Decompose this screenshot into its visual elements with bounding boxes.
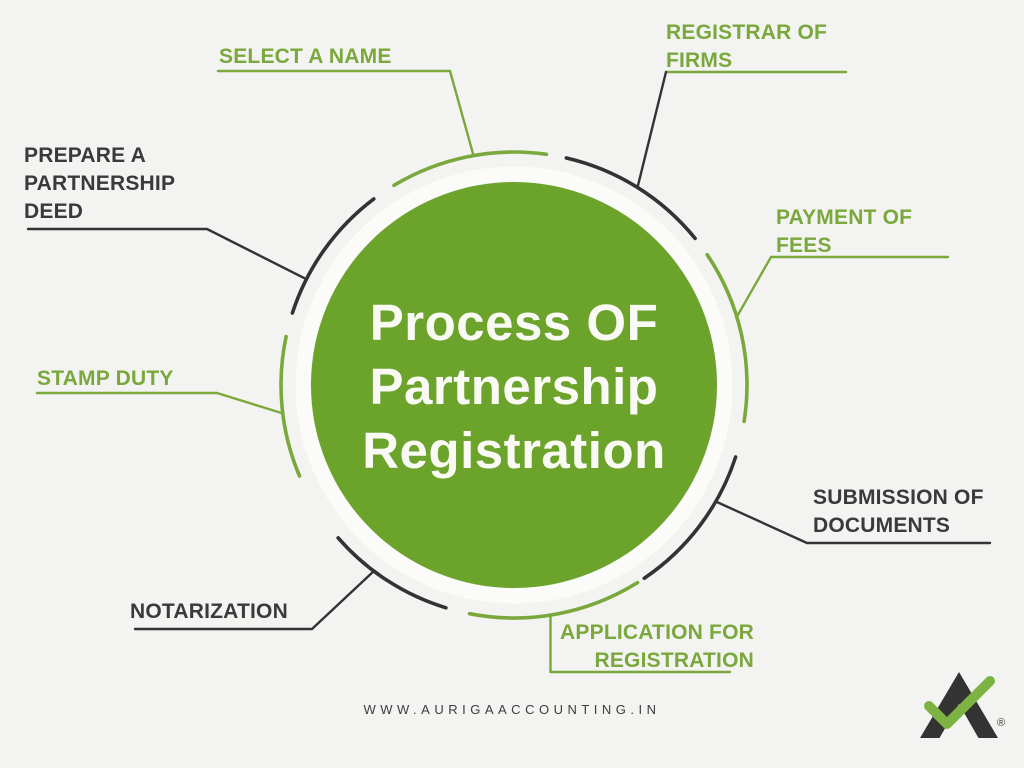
- circle-halo: [295, 166, 733, 604]
- label-line: PARTNERSHIP: [24, 172, 176, 195]
- label-line: NOTARIZATION: [130, 600, 288, 623]
- connector-registrar-of-firms: [636, 70, 668, 189]
- arc-stamp-duty: [279, 334, 302, 478]
- arc-prepare-deed: [290, 197, 376, 315]
- connector-application-for-registration: [549, 613, 732, 674]
- arc-select-a-name: [392, 150, 549, 188]
- label-line: DEED: [24, 200, 84, 223]
- central-circle: [311, 182, 717, 588]
- label-notarization: NOTARIZATION: [130, 598, 288, 626]
- label-line: FIRMS: [666, 49, 733, 72]
- footer-website: WWW.AURIGAACCOUNTING.IN: [363, 702, 661, 717]
- center-title-line: Registration: [362, 422, 666, 479]
- connector-prepare-deed: [26, 227, 308, 281]
- label-line: SELECT A NAME: [219, 45, 392, 68]
- arc-notarization: [336, 536, 448, 610]
- label-line: SUBMISSION OF: [813, 486, 984, 509]
- logo-checkmark-icon: [924, 676, 995, 729]
- arc-application-for-registration: [467, 580, 640, 620]
- label-line: REGISTRAR OF: [666, 21, 828, 44]
- label-line: PAYMENT OF: [776, 206, 913, 229]
- label-registrar-of-firms: REGISTRAR OF FIRMS: [666, 19, 827, 75]
- arc-payment-of-fees: [705, 252, 749, 424]
- label-line: DOCUMENTS: [813, 514, 951, 537]
- label-stamp-duty: STAMP DUTY: [37, 365, 174, 393]
- label-prepare-partnership-deed: PREPARE A PARTNERSHIP DEED: [24, 142, 175, 226]
- label-line: APPLICATION FOR: [560, 621, 754, 644]
- center-title-line: Partnership: [369, 358, 659, 415]
- label-submission-of-documents: SUBMISSION OF DOCUMENTS: [813, 484, 984, 540]
- label-line: REGISTRATION: [594, 649, 754, 672]
- label-select-a-name: SELECT A NAME: [219, 43, 392, 71]
- connector-submission-of-documents: [714, 500, 992, 545]
- auriga-accounting-logo: [920, 672, 998, 738]
- label-line: PREPARE A: [24, 144, 146, 167]
- connector-select-a-name: [216, 69, 475, 157]
- registered-trademark-symbol: ®: [997, 717, 1006, 729]
- center-title: Process OF Partnership Registration: [314, 291, 714, 483]
- label-line: STAMP DUTY: [37, 367, 174, 390]
- connector-stamp-duty: [35, 391, 284, 415]
- connector-notarization: [133, 569, 375, 631]
- label-line: FEES: [776, 234, 832, 257]
- label-payment-of-fees: PAYMENT OF FEES: [776, 204, 912, 260]
- connector-payment-of-fees: [735, 255, 950, 319]
- center-title-line: Process OF: [369, 294, 659, 351]
- arc-submission-of-documents: [642, 455, 738, 580]
- label-application-for-registration: APPLICATION FOR REGISTRATION: [560, 619, 754, 675]
